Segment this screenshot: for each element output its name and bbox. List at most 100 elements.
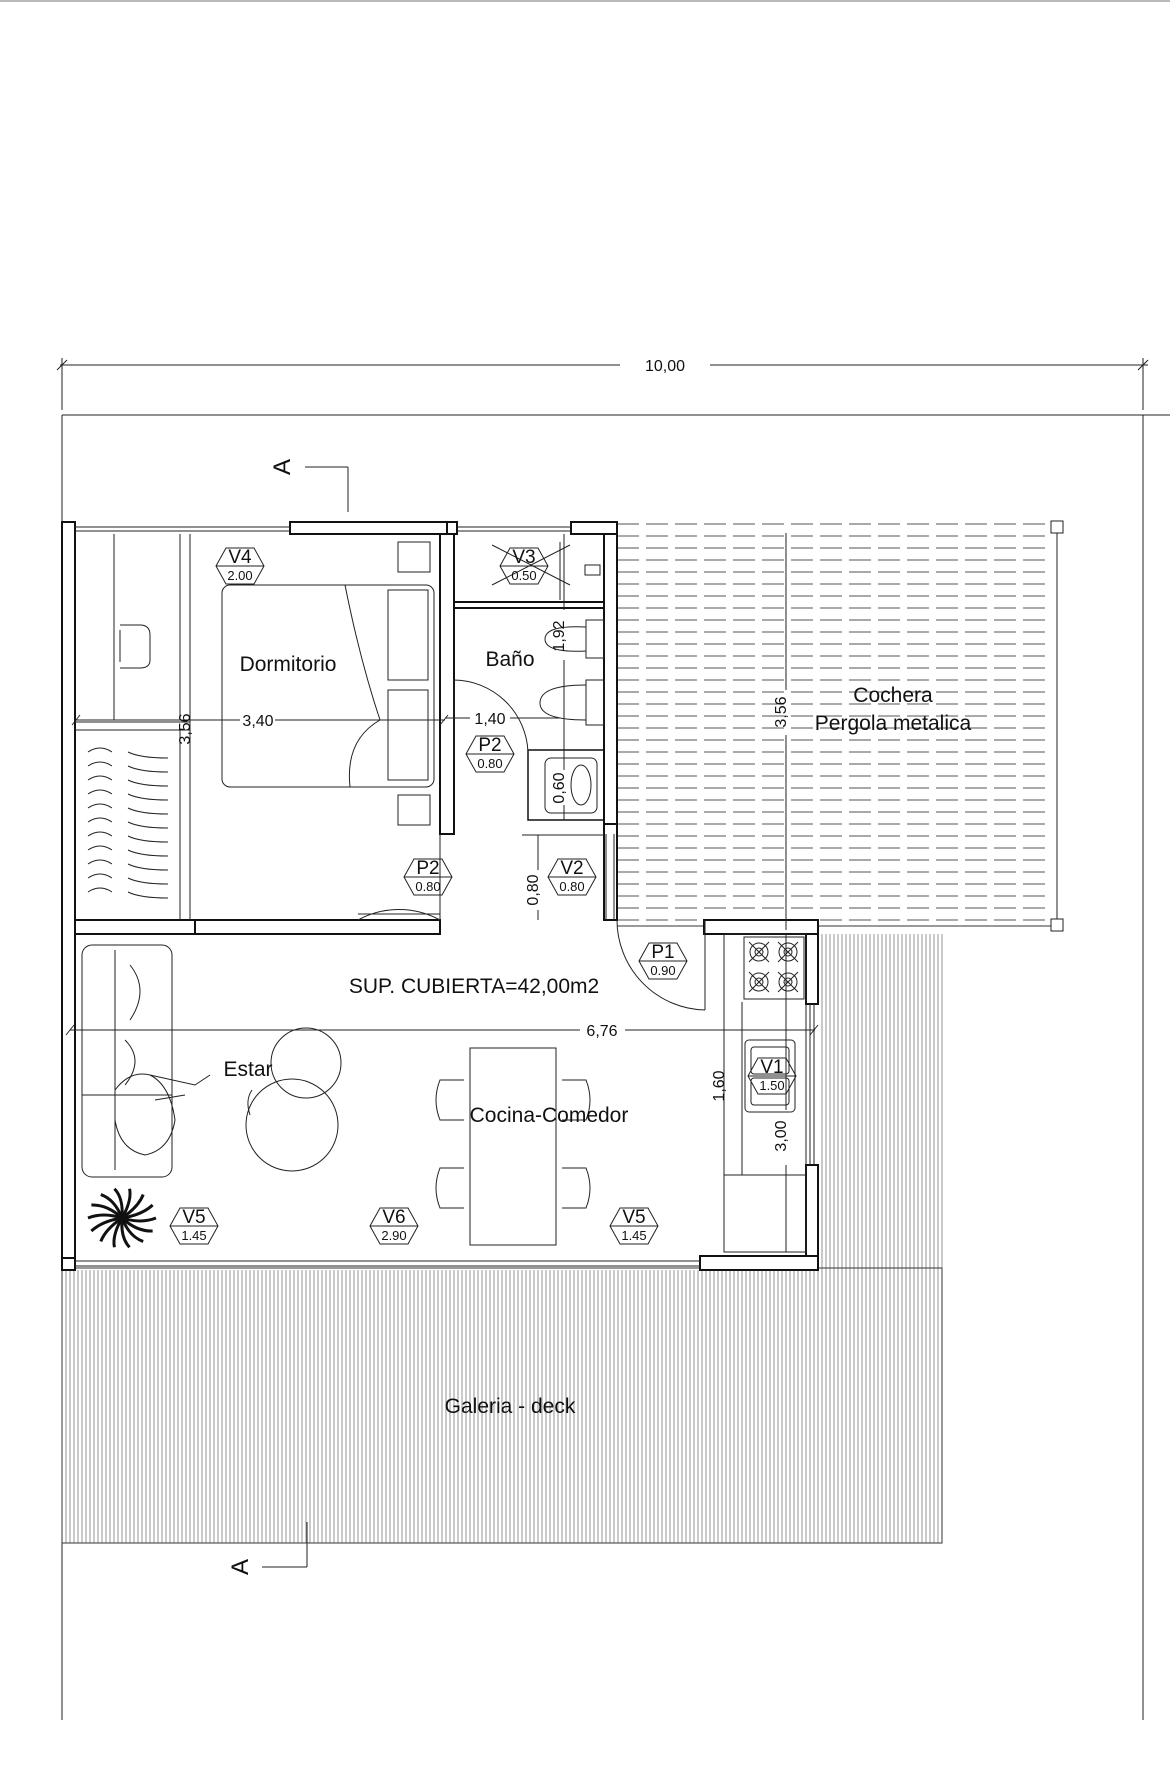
svg-text:V5: V5 — [182, 1207, 205, 1228]
burner-grate — [777, 941, 799, 963]
dim-bano-depth-label: 1,92 — [551, 620, 568, 651]
kitchen-counter — [723, 933, 807, 1253]
windows — [75, 526, 815, 1267]
hanger — [87, 747, 113, 753]
hanger — [87, 887, 113, 893]
tag-v3: V3 0.50 — [499, 547, 549, 585]
dimension-lavatory: 0,60 — [551, 755, 568, 820]
deck-planks — [65, 934, 943, 1543]
burner-grate — [748, 971, 770, 993]
section-marker-top: A — [269, 459, 349, 512]
tag-v6: V6 2.90 — [369, 1207, 419, 1245]
hanger — [87, 803, 113, 809]
hanger — [87, 873, 113, 879]
dim-kitchen-depth-label: 3,00 — [773, 1120, 790, 1151]
hanger-hook — [127, 821, 169, 829]
lavatory — [544, 757, 598, 814]
hanger — [87, 817, 113, 823]
dim-cochera-depth-label: 3,56 — [773, 696, 790, 727]
dimension-living-width: 6,76 — [65, 1023, 819, 1040]
room-label-estar: Estar — [223, 1058, 272, 1081]
dimension-bano-width: 1,40 — [445, 711, 560, 728]
room-label-sup-cubierta: SUP. CUBIERTA=42,00m2 — [349, 975, 599, 998]
burner — [778, 942, 798, 962]
hanger — [87, 831, 113, 837]
dim-passage-label: 0,80 — [525, 874, 542, 905]
dimension-bano-depth: 1,92 — [551, 534, 568, 755]
svg-text:1.45: 1.45 — [181, 1228, 206, 1243]
svg-text:P2: P2 — [416, 858, 439, 879]
hanger-hook — [127, 779, 169, 787]
dimension-kitchen-counter: 1,60 — [711, 1002, 728, 1175]
dim-dorm-depth-label: 3,56 — [177, 713, 194, 744]
svg-text:V3: V3 — [512, 547, 535, 568]
hanger — [87, 761, 113, 767]
plant — [87, 1187, 157, 1249]
toilet — [539, 619, 605, 726]
hanger-hook — [127, 891, 169, 899]
tag-v2: V2 0.80 — [547, 858, 597, 896]
section-label-top: A — [269, 459, 296, 475]
tag-p2a: P2 0.80 — [465, 735, 515, 773]
dim-total-width-label: 10,00 — [645, 358, 685, 375]
dim-kitchen-counter-label: 1,60 — [711, 1070, 728, 1101]
svg-text:V2: V2 — [560, 858, 583, 879]
section-marker-bottom: A — [227, 1522, 308, 1575]
hanger — [87, 775, 113, 781]
opening-tags: V4 2.00 V3 0.50 P2 0.80 P2 0.80 V2 0.80 — [169, 547, 797, 1245]
burner — [778, 972, 798, 992]
section-label-bottom: A — [227, 1559, 254, 1575]
burner-grate — [777, 971, 799, 993]
room-label-cocina-comedor: Cocina-Comedor — [470, 1104, 629, 1127]
burner — [749, 942, 769, 962]
shower — [491, 542, 601, 600]
svg-text:0.80: 0.80 — [477, 756, 502, 771]
svg-text:V4: V4 — [228, 547, 252, 568]
dimension-passage: 0,80 — [522, 834, 604, 920]
pergola-posts — [1050, 520, 1064, 932]
deck-outline — [61, 1267, 943, 1544]
tag-p2b: P2 0.80 — [403, 858, 453, 896]
hanger-hook — [127, 765, 169, 773]
dim-bano-width-label: 1,40 — [474, 711, 505, 728]
sofa — [81, 944, 173, 1178]
svg-text:0.90: 0.90 — [650, 963, 675, 978]
hanger — [87, 845, 113, 851]
svg-text:2.00: 2.00 — [227, 568, 252, 583]
dimension-dorm-width: 3,40 — [71, 713, 449, 730]
tag-v5a: V5 1.45 — [169, 1207, 219, 1245]
tag-p1: P1 0.90 — [638, 942, 688, 980]
dimension-dorm-depth: 3,56 — [177, 534, 194, 920]
hanger-hook — [127, 807, 169, 815]
room-label-cochera: Cochera — [853, 684, 933, 707]
burner-center — [783, 947, 793, 957]
dim-living-width-label: 6,76 — [586, 1023, 617, 1040]
room-label-galeria: Galeria - deck — [445, 1395, 576, 1418]
burner-center — [783, 977, 793, 987]
hanger — [87, 859, 113, 865]
hanger-hook — [127, 863, 169, 871]
svg-text:V5: V5 — [622, 1207, 645, 1228]
svg-text:0.80: 0.80 — [559, 879, 584, 894]
tag-v1: V1 1.50 — [747, 1057, 797, 1095]
wardrobe-hangers — [87, 747, 169, 899]
svg-text:1.50: 1.50 — [759, 1078, 784, 1093]
hanger — [87, 789, 113, 795]
dimension-total-width: 10,00 — [56, 358, 1149, 410]
burner-center — [754, 947, 764, 957]
burner-center — [754, 977, 764, 987]
svg-text:1.45: 1.45 — [621, 1228, 646, 1243]
coffee-tables — [245, 1027, 342, 1172]
svg-text:V6: V6 — [382, 1207, 405, 1228]
svg-text:2.90: 2.90 — [381, 1228, 406, 1243]
dining-table — [435, 1047, 591, 1246]
room-label-bano: Baño — [485, 648, 534, 671]
burner-grate — [748, 941, 770, 963]
burner — [749, 972, 769, 992]
svg-text:V1: V1 — [760, 1057, 783, 1078]
walls — [61, 521, 819, 1271]
tag-v5b: V5 1.45 — [609, 1207, 659, 1245]
svg-text:0.80: 0.80 — [415, 879, 440, 894]
room-label-pergola: Pergola metalica — [815, 712, 972, 735]
